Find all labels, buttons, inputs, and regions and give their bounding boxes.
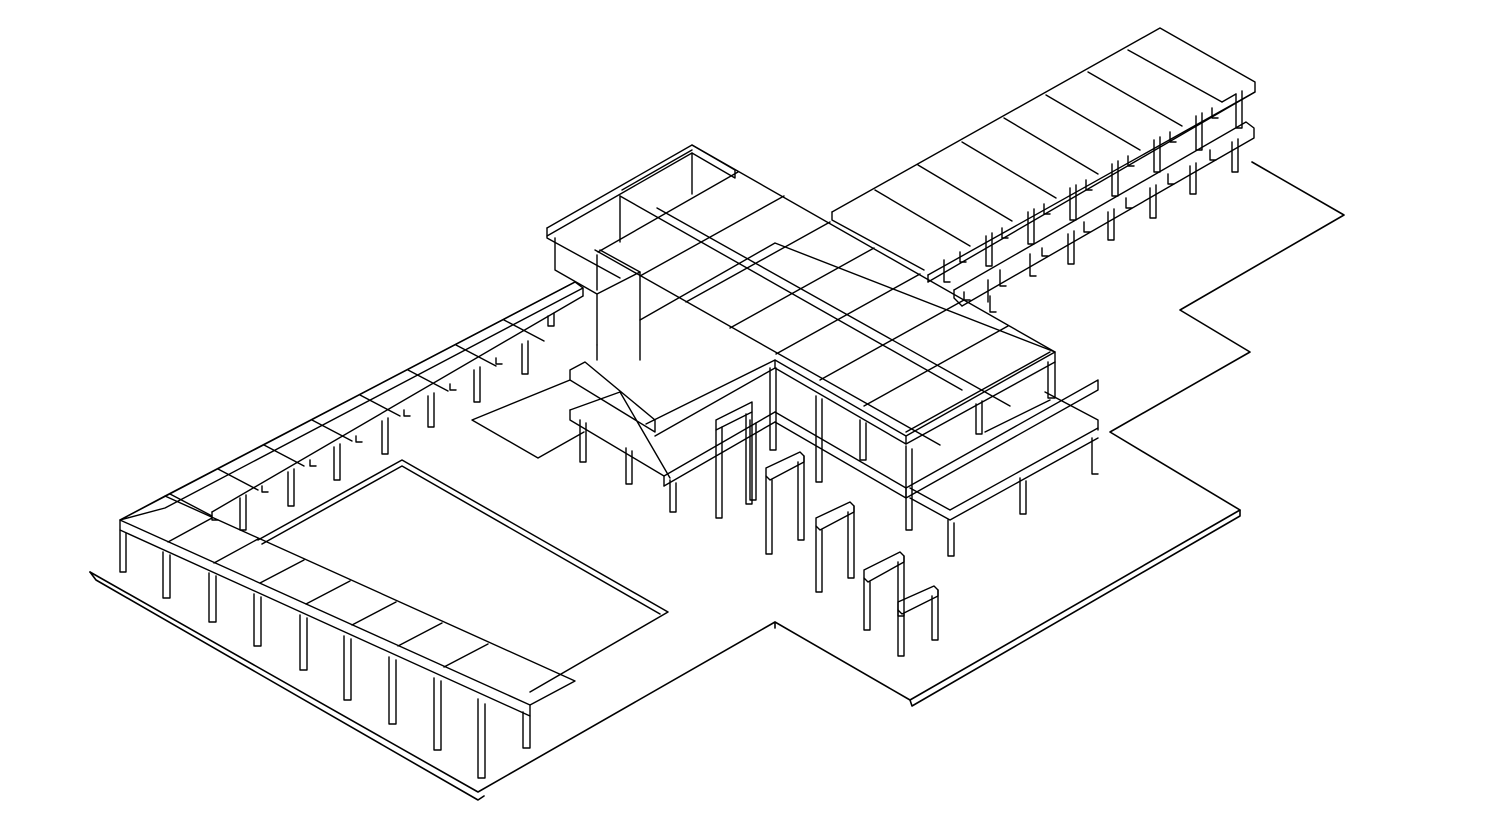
portal-frame-3 [815,501,855,593]
courtyard-void [257,459,669,693]
portal-frame-5 [897,585,939,657]
portal-frame-2 [765,451,805,555]
portal-frame-4 [863,551,905,631]
portal-frames [715,401,939,657]
colonnade-columns-south [119,529,531,779]
l-shaped-colonnade [119,281,584,779]
northeast-wing-frame [831,27,1256,313]
colonnade-columns-west [211,312,555,531]
small-courtyard-void [471,379,585,459]
portal-frame-1 [715,401,753,519]
ground-slab [89,161,1345,801]
central-two-storey-frame [546,144,1099,557]
